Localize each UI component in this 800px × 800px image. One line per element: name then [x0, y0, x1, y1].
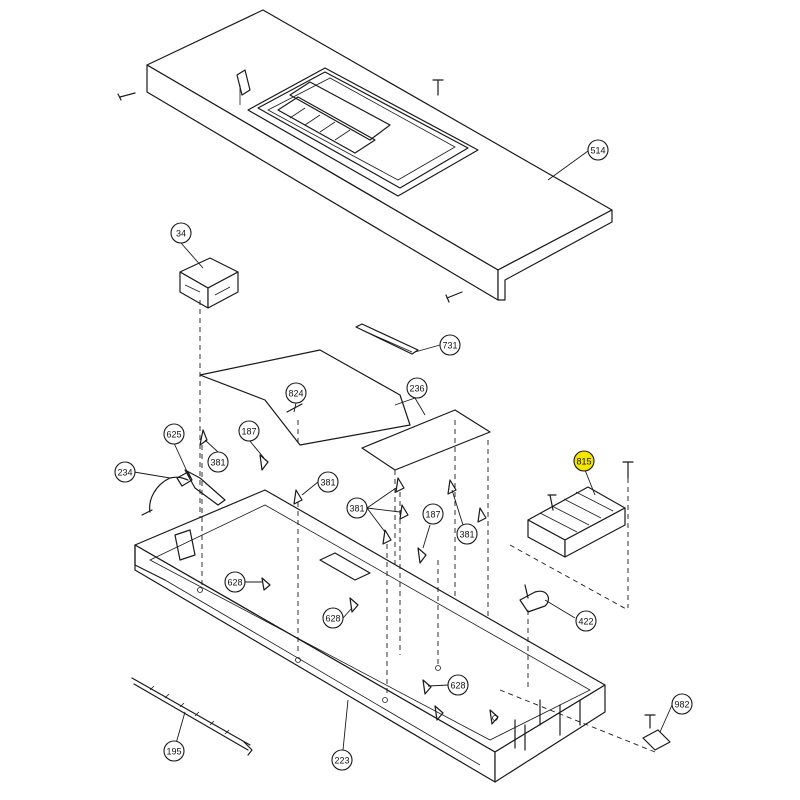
callout-label: 187 — [425, 510, 440, 520]
callout-label: 234 — [117, 468, 132, 478]
callout-label: 731 — [442, 341, 457, 351]
callout-982: 982 — [671, 693, 693, 715]
callout-circle — [587, 139, 609, 161]
callout-label: 628 — [227, 578, 242, 588]
callout-628: 628 — [322, 607, 344, 629]
callout-circle — [422, 503, 444, 525]
callout-circle — [170, 222, 192, 244]
callout-label: 381 — [349, 504, 364, 514]
callout-label: 381 — [210, 458, 225, 468]
callout-circle — [573, 450, 595, 472]
callout-circle — [346, 497, 368, 519]
callout-34: 34 — [170, 222, 192, 244]
callout-circle — [575, 610, 597, 632]
callout-label: 236 — [409, 384, 424, 394]
callout-187: 187 — [238, 420, 260, 442]
cable-tie-195 — [131, 677, 253, 756]
callout-625: 625 — [163, 423, 185, 445]
connector-block-815 — [509, 461, 634, 611]
callout-circle — [331, 749, 353, 771]
callout-label: 628 — [325, 614, 340, 624]
callout-circle — [238, 420, 260, 442]
callout-234: 234 — [114, 461, 136, 483]
callout-label: 815 — [576, 457, 591, 467]
callout-label: 195 — [166, 747, 181, 757]
callout-label: 223 — [334, 756, 349, 766]
top-cover-panel — [117, 9, 613, 303]
fasteners — [199, 429, 529, 725]
callout-628: 628 — [447, 674, 469, 696]
callout-187: 187 — [422, 503, 444, 525]
callout-label: 824 — [288, 389, 303, 399]
cable-234 — [141, 469, 226, 516]
callout-label: 514 — [590, 146, 605, 156]
callout-381: 381 — [207, 451, 229, 473]
callout-circle — [456, 523, 478, 545]
callout-label: 34 — [176, 229, 186, 239]
callout-label: 381 — [320, 478, 335, 488]
rail-731 — [355, 323, 419, 355]
callout-514: 514 — [587, 139, 609, 161]
callout-223: 223 — [331, 749, 353, 771]
callout-815: 815 — [573, 450, 595, 472]
callout-circle — [163, 423, 185, 445]
callout-label: 982 — [674, 700, 689, 710]
callout-circle — [447, 674, 469, 696]
callout-422: 422 — [575, 610, 597, 632]
callout-381: 381 — [346, 497, 368, 519]
callout-circle — [439, 334, 461, 356]
clamp-422 — [519, 584, 549, 613]
callout-731: 731 — [439, 334, 461, 356]
callout-label: 381 — [459, 530, 474, 540]
callout-circle — [207, 451, 229, 473]
chassis-tray-223 — [134, 489, 606, 783]
callout-circle — [322, 607, 344, 629]
callout-layer: 514 34 731 824 236 625 187 381 234 381 381 187 381 81… — [114, 139, 693, 771]
callout-circle — [224, 571, 246, 593]
callout-label: 422 — [578, 617, 593, 627]
callout-236: 236 — [406, 377, 428, 399]
callout-circle — [406, 377, 428, 399]
callout-824: 824 — [285, 382, 307, 404]
callout-circle — [671, 693, 693, 715]
callout-circle — [317, 471, 339, 493]
callout-circle — [163, 740, 185, 762]
callout-label: 187 — [241, 427, 256, 437]
callout-circle — [114, 461, 136, 483]
callout-628: 628 — [224, 571, 246, 593]
callout-circle — [285, 382, 307, 404]
callout-label: 625 — [166, 430, 181, 440]
callout-195: 195 — [163, 740, 185, 762]
bracket-982 — [499, 689, 671, 753]
callout-label: 628 — [450, 681, 465, 691]
callout-381: 381 — [317, 471, 339, 493]
callout-381: 381 — [456, 523, 478, 545]
